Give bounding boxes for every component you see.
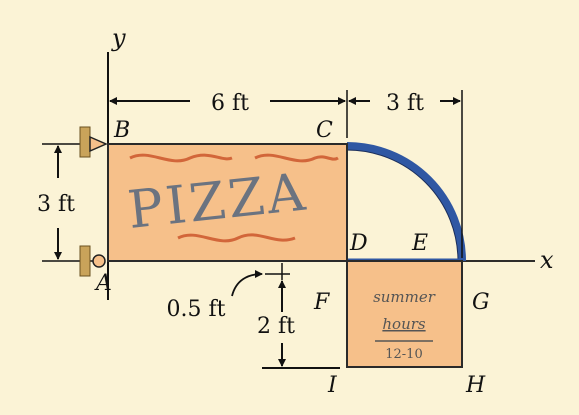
plate-line-1: summer	[373, 288, 436, 306]
point-E-label: E	[411, 231, 428, 256]
pin-support-icon	[79, 126, 108, 158]
point-G-label: G	[472, 290, 490, 315]
point-C-label: C	[316, 118, 333, 143]
dim-3ft-top-label: 3 ft	[386, 91, 424, 116]
point-I-label: I	[327, 373, 338, 398]
point-D-label: D	[349, 231, 368, 256]
point-F-label: F	[313, 290, 330, 315]
point-B-label: B	[113, 118, 130, 143]
point-A-label: A	[94, 271, 112, 296]
squiggle-bottom	[177, 233, 296, 243]
plate-line-3: 12-10	[385, 347, 422, 362]
dim-6ft-label: 6 ft	[211, 91, 249, 116]
y-axis-label: y	[111, 24, 126, 52]
x-axis-label: x	[540, 246, 554, 274]
hours-plate	[346, 260, 463, 368]
plate-line-2: hours	[382, 315, 426, 333]
point-H-label: H	[465, 373, 486, 398]
dim-2ft-label: 2 ft	[257, 314, 295, 339]
squiggle-top-right	[254, 153, 339, 163]
dim-05ft-label: 0.5 ft	[167, 297, 226, 322]
dim-05ft-leader	[231, 270, 263, 297]
arc-member-inner-edge	[346, 149, 459, 262]
dim-3ft-left-label: 3 ft	[37, 192, 75, 217]
arc-member	[346, 142, 466, 262]
roller-support-icon	[79, 245, 106, 277]
squiggle-top-left	[129, 153, 233, 163]
